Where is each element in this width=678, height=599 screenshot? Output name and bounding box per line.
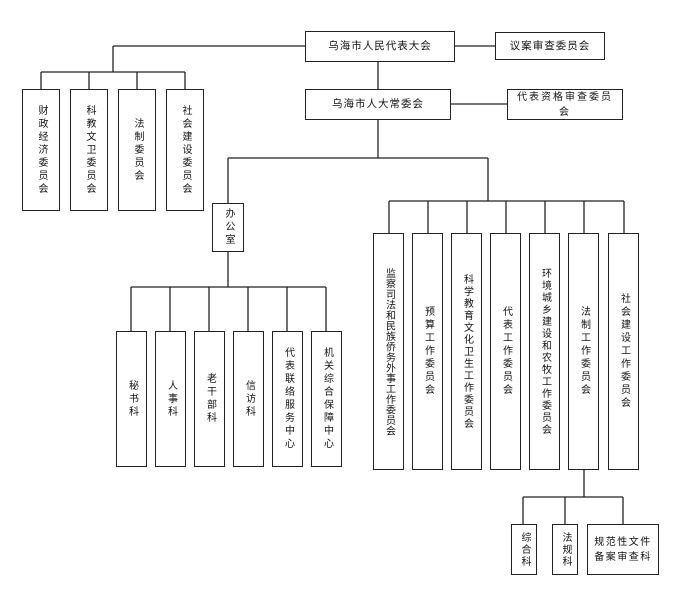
working-committee-box: 社会建设工作委员会 <box>608 233 639 470</box>
legal-unit-box: 综合科 <box>511 524 537 575</box>
working-committee-box: 监察司法和民族侨务外事工作委员会 <box>373 233 404 470</box>
office-unit-box: 人事科 <box>155 331 186 467</box>
working-committee-box: 代表工作委员会 <box>490 233 521 470</box>
office-unit-box: 机关综合保障中心 <box>311 331 342 467</box>
office-unit-box: 信访科 <box>233 331 264 467</box>
special-committee-box: 科教文卫委员会 <box>70 89 108 211</box>
working-committee-box: 预算工作委员会 <box>412 233 443 470</box>
legal-unit-box: 规范性文件备案审查科 <box>587 524 659 575</box>
office-unit-box: 代表联络服务中心 <box>272 331 303 467</box>
congress-box: 乌海市人民代表大会 <box>305 31 455 62</box>
special-committee-box: 社会建设委员会 <box>166 89 204 211</box>
legal-unit-box: 法规科 <box>552 524 578 575</box>
motion-committee-box: 议案审查委员会 <box>495 32 605 60</box>
office-box: 办公室 <box>212 203 244 252</box>
office-unit-box: 老干部科 <box>194 331 225 467</box>
special-committee-box: 财政经济委员会 <box>22 89 60 211</box>
standing-committee-box: 乌海市人大常委会 <box>305 89 451 120</box>
special-committee-box: 法制委员会 <box>118 89 156 211</box>
credentials-committee-box: 代表资格审查委员会 <box>507 89 623 120</box>
working-committee-box: 法制工作委员会 <box>568 233 599 470</box>
working-committee-box: 科学教育文化卫生工作委员会 <box>451 233 482 470</box>
office-unit-box: 秘书科 <box>116 331 147 467</box>
working-committee-box: 环境城乡建设和农牧工作委员会 <box>529 233 560 470</box>
